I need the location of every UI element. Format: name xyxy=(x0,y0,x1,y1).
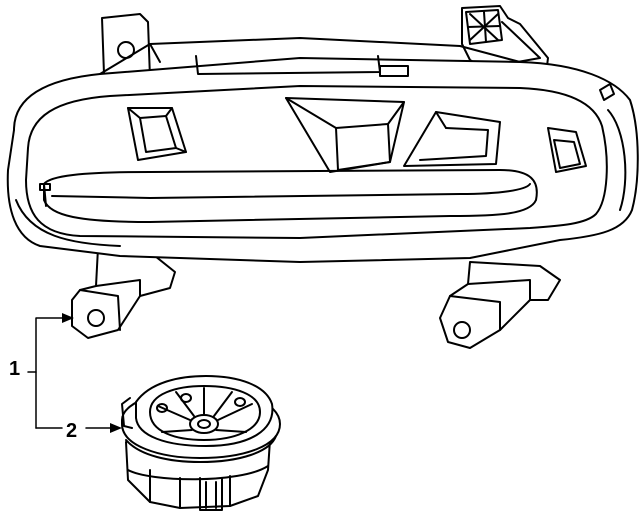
callout-arrows xyxy=(62,313,122,433)
callout-1: 1 xyxy=(9,358,21,380)
fog-lamp-housing xyxy=(6,5,639,349)
arrow-to-socket xyxy=(110,423,122,433)
callout-2: 2 xyxy=(66,420,78,442)
arrow-to-housing xyxy=(62,313,74,323)
callout-leaders xyxy=(27,317,113,429)
bulb-socket xyxy=(121,375,281,511)
